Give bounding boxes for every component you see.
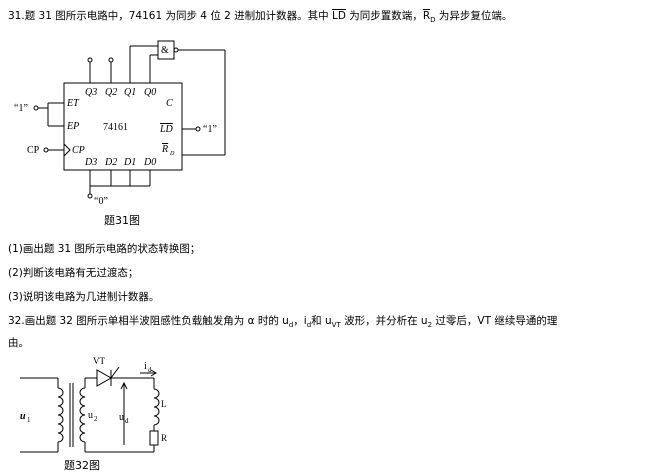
q32-line-2: 由。 [8, 337, 29, 349]
chip-name: 74161 [103, 122, 128, 133]
pin-d3: D3 [84, 157, 97, 168]
ld-label: LD [332, 10, 346, 22]
input-zero: “0” [94, 196, 108, 207]
q31-question-2: (2)判断该电路有无过渡态； [8, 267, 139, 279]
pin-rd: R [161, 144, 168, 155]
label-l: L [161, 399, 167, 409]
label-id-sub: d [148, 366, 152, 374]
q31-question-1: (1)画出题 31 图所示电路的状态转换图； [8, 243, 201, 255]
cp-label: CP [27, 145, 40, 156]
pin-q2: Q2 [105, 87, 117, 98]
caption-31: 题31图 [104, 214, 140, 227]
pin-cp: CP [72, 145, 85, 156]
pin-q1: Q1 [124, 87, 136, 98]
caption-32: 题32图 [64, 459, 100, 472]
label-vt: VT [93, 356, 105, 366]
label-ud-sub: d [125, 417, 129, 425]
pin-d0: D0 [143, 157, 156, 168]
q32-line-1: 32.画出题 32 图所示单相半波阻感性负载触发角为 α 时的 ud，id和 u… [8, 315, 558, 330]
input-one-right: “1” [203, 124, 217, 135]
pin-d1: D1 [123, 157, 136, 168]
label-r: R [161, 433, 167, 443]
rd-label: R [422, 10, 431, 22]
label-id: i [144, 361, 147, 372]
q31-question-3: (3)说明该电路为几进制计数器。 [8, 291, 160, 303]
label-u2-sub: 2 [94, 415, 98, 423]
label-u1: u [20, 411, 26, 422]
input-one-left: “1” [14, 103, 28, 114]
pin-rd-sub: D [169, 151, 175, 157]
label-u1-sub: 1 [27, 416, 31, 424]
pin-et: ET [66, 98, 80, 109]
pin-d2: D2 [104, 157, 117, 168]
pin-c: C [166, 98, 173, 109]
pin-q3: Q3 [85, 87, 97, 98]
label-u2: u [88, 410, 93, 421]
label-ud: u [119, 412, 124, 423]
pin-ld: LD [159, 124, 174, 135]
q31-intro: 31.题 31 图所示电路中，74161 为同步 4 位 2 进制加计数器。其中… [8, 10, 513, 25]
gate-symbol: & [161, 45, 169, 56]
pin-ep: EP [66, 121, 79, 132]
pin-q0: Q0 [144, 87, 156, 98]
